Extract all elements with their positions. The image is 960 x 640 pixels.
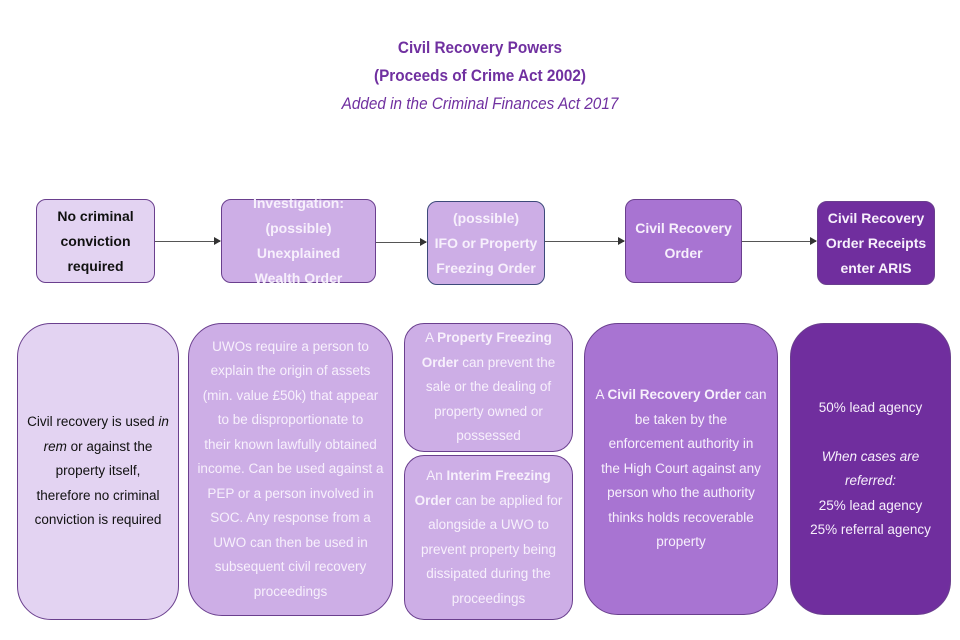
stage-label-line: conviction [60,232,131,249]
desc-line: sale or the dealing of [425,379,552,395]
desc-bold: Interim Freezing [446,468,551,483]
desc-line: the High Court against any [601,460,761,476]
diagram-note: Added in the Criminal Finances Act 2017 [341,94,619,113]
flow-arrow-4 [742,237,817,245]
desc-line: alongside a UWO to [428,517,549,532]
flow-arrow-3 [545,237,625,245]
desc-line: A Civil Recovery Order can [595,383,766,408]
desc-bold: Order [421,354,459,370]
desc-line: subsequent civil recovery [214,559,367,575]
desc-italic: in [158,414,169,430]
stage-label-line: No criminal [57,207,134,224]
desc-line: Civil recovery is used in [27,410,169,435]
desc-line: 25% referral agency [810,522,931,537]
desc-text: A [595,387,608,403]
stage-aris-receipts: Civil Recovery Order Receipts enter ARIS [817,201,935,285]
desc-italic: rem [43,438,67,454]
flow-arrow-2 [376,238,427,246]
desc-line: proceedings [451,590,526,606]
desc-italic: referred: [844,473,896,488]
desc-line: therefore no criminal [36,487,160,503]
stage-label-line: (possible) Unexplained [256,220,341,261]
desc-aris-split: 50% lead agency When cases are referred:… [790,323,951,615]
desc-interim-freezing-order: An Interim Freezing Order can be applied… [404,455,573,620]
desc-bold: Order [414,492,452,508]
desc-line: proceedings [253,583,328,599]
desc-line: enforcement authority in [608,436,754,452]
desc-no-conviction: Civil recovery is used in rem or against… [17,323,179,620]
desc-line: property [656,534,706,550]
desc-text: or against the [66,438,153,454]
desc-line: An Interim Freezing [415,464,563,489]
desc-text: can be applied for [451,492,563,508]
desc-line: person who the authority [607,485,755,501]
desc-text: can prevent the [458,354,556,370]
desc-line: prevent property being [420,541,557,557]
desc-line: When cases are [810,445,931,470]
desc-text: Civil recovery is used [27,414,159,430]
stage-investigation-uwo: Investigation: (possible) Unexplained We… [221,195,376,286]
desc-text: can [741,387,767,403]
stage-label-line: Wealth Order [254,270,343,286]
desc-line: dissipated during the [426,566,551,581]
diagram-subtitle: (Proceeds of Crime Act 2002) [373,66,587,85]
stage-label-line: Civil Recovery [827,209,925,226]
flow-arrow-1 [155,237,221,245]
desc-spacer [810,420,931,445]
desc-line: property itself, [55,463,141,479]
desc-line: thinks holds recoverable [608,509,754,525]
desc-property-freezing-order: A Property Freezing Order can prevent th… [404,323,573,452]
desc-line: SOC. Any response from a [210,510,371,526]
desc-line: property owned or [434,403,543,419]
desc-line: explain the origin of assets [210,363,371,379]
stage-label-line: required [67,257,124,274]
desc-line: 50% lead agency [818,399,923,415]
desc-line: be taken by the [634,411,728,427]
stage-label-line: Freezing Order [436,259,536,276]
stage-no-conviction: No criminal conviction required [36,199,155,283]
desc-line: UWOs require a person to [212,338,369,354]
desc-line: Order can be applied for [415,489,563,514]
desc-line: conviction is required [34,512,162,528]
stage-label-line: (possible) [452,209,520,226]
desc-line: referred: [810,469,931,494]
desc-line: PEP or a person involved in [207,485,374,501]
desc-line: to be disproportionate to [217,412,364,428]
desc-line: Order can prevent the [422,351,556,376]
desc-line: possessed [456,428,521,444]
diagram-title-block: Civil Recovery Powers (Proceeds of Crime… [0,34,960,118]
desc-uwo: UWOs require a person to explain the ori… [188,323,393,616]
stage-label-line: Civil Recovery [635,220,732,236]
desc-line: their known lawfully obtained [204,436,377,452]
desc-text: An [426,468,447,483]
stage-label-line: Investigation: [252,195,344,211]
desc-line: rem or against the [27,435,169,460]
desc-bold: Civil Recovery Order [607,387,742,403]
desc-line: 25% lead agency [818,497,923,513]
desc-line: A Property Freezing [422,326,556,351]
desc-italic: When cases are [821,448,920,464]
desc-line: income. Can be used against a [197,461,384,477]
diagram-title: Civil Recovery Powers [397,38,563,57]
desc-civil-recovery-order: A Civil Recovery Order can be taken by t… [584,323,778,615]
stage-label-line: IFO or Property [434,234,538,251]
desc-text: A [425,330,438,346]
stage-civil-recovery-order: Civil Recovery Order [625,199,742,283]
stage-label-line: Order Receipts [825,234,927,251]
desc-line: (min. value £50k) that appear [202,387,379,403]
desc-bold: Property Freezing [437,330,552,346]
stage-label-line: Order [664,245,703,261]
stage-ifo-pfo: (possible) IFO or Property Freezing Orde… [427,201,545,285]
stage-label-line: enter ARIS [840,259,912,276]
desc-line: UWO can then be used in [213,534,368,550]
